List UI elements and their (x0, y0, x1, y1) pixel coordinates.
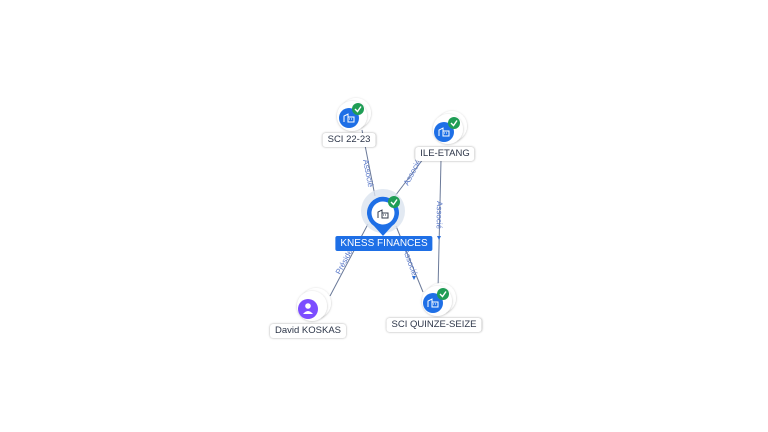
node-label-kness-finances: KNESS FINANCES (335, 236, 433, 251)
edge-label: Associé (401, 248, 419, 278)
building-icon (434, 122, 454, 142)
edge-kness-david[interactable]: Président (329, 223, 369, 297)
arrow-head (412, 276, 416, 280)
node-sci-22-23[interactable] (337, 98, 371, 131)
node-sci-quinze-seize[interactable] (422, 283, 456, 316)
building-icon (377, 209, 389, 219)
verified-icon (352, 103, 364, 115)
verified-icon (437, 288, 449, 300)
verified-icon (448, 117, 460, 129)
edge-ileetang-quinze[interactable]: Associé (435, 159, 444, 291)
node-ile-etang[interactable] (433, 111, 467, 144)
edge-label: Associé (361, 159, 375, 189)
node-label-ile-etang: ILE-ETANG (415, 147, 475, 161)
node-label-sci-22-23: SCI 22-23 (322, 133, 376, 147)
node-david-koskas[interactable] (297, 288, 331, 321)
person-icon (298, 299, 318, 319)
node-kness-finances[interactable] (361, 189, 405, 236)
node-label-david-koskas: David KOSKAS (270, 324, 346, 338)
edge-label: Associé (402, 157, 423, 186)
node-label-sci-quinze-seize: SCI QUINZE-SEIZE (386, 318, 482, 332)
edge-label: Associé (435, 201, 444, 230)
verified-icon (388, 196, 400, 208)
arrow-head (437, 236, 441, 240)
building-icon (423, 293, 443, 313)
